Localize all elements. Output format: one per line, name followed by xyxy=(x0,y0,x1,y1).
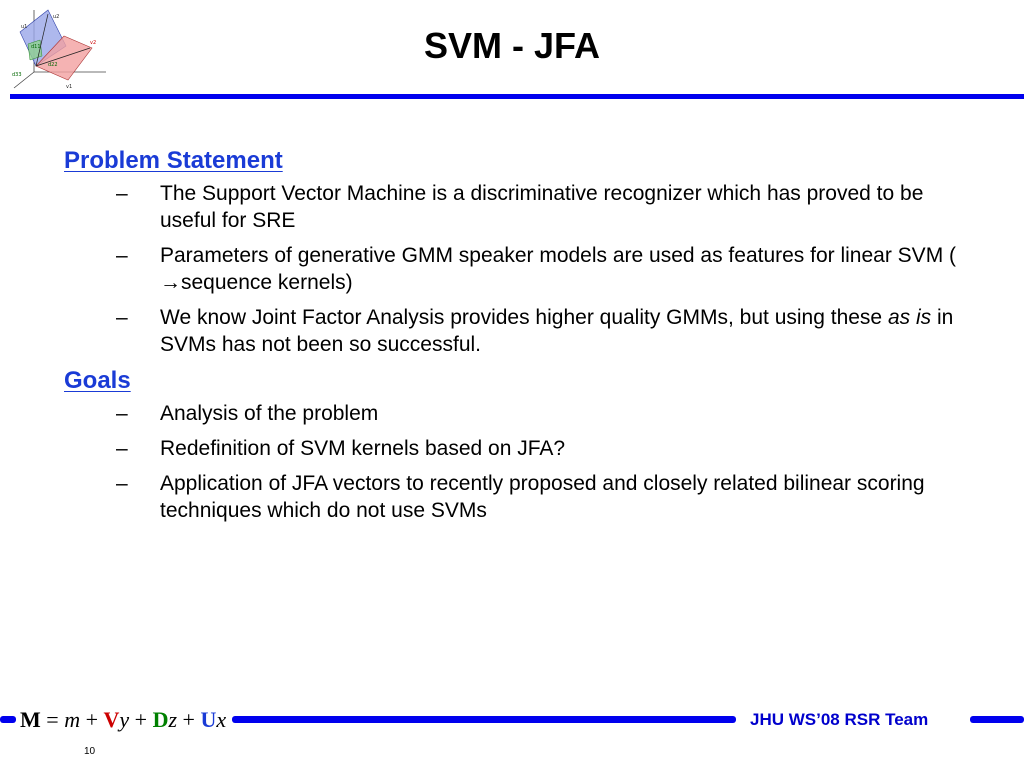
list-item: – Parameters of generative GMM speaker m… xyxy=(64,242,960,296)
bullet-dash: – xyxy=(116,437,128,460)
list-item: – Redefinition of SVM kernels based on J… xyxy=(64,435,960,462)
logo-axis-z xyxy=(13,71,35,89)
bullet-dash: – xyxy=(116,182,128,205)
logo-label-u1: u1 xyxy=(21,24,27,30)
bullet-dash: – xyxy=(116,402,128,425)
logo-label-d33: d33 xyxy=(12,72,22,78)
bullet-text: Redefinition of SVM kernels based on JFA… xyxy=(160,437,566,460)
bullet-dash: – xyxy=(116,306,128,329)
problem-statement-list: – The Support Vector Machine is a discri… xyxy=(64,180,964,358)
right-arrow-icon: → xyxy=(160,271,181,294)
logo-label-u2: u2 xyxy=(53,14,59,20)
slide-title: SVM - JFA xyxy=(423,25,601,66)
formula-z: z xyxy=(168,707,178,732)
bullet-text-continued: in SVMs has not been so successful. xyxy=(160,306,954,356)
formula-V: V xyxy=(103,707,120,732)
formula-plus: + xyxy=(80,707,104,732)
bullet-text: We know Joint Factor Analysis provides h… xyxy=(160,306,888,329)
page-number: 10 xyxy=(84,746,96,757)
logo-vector-1 xyxy=(35,13,49,67)
bullet-dash: – xyxy=(116,244,128,267)
formula-M: M xyxy=(20,707,41,732)
logo-label-d11: d11 xyxy=(31,44,41,50)
footer-bar: M = m + Vy + Dz + Ux JHU WS’08 RSR Team xyxy=(0,704,1024,736)
bullet-text: Analysis of the problem xyxy=(160,402,379,425)
goals-list: – Analysis of the problem – Redefinition… xyxy=(64,400,964,524)
section-heading-goals: Goals xyxy=(64,367,131,394)
jfa-formula: M = m + Vy + Dz + Ux xyxy=(20,704,226,736)
logo-label-v1: v1 xyxy=(66,84,72,90)
slide-content: Problem Statement – The Support Vector M… xyxy=(64,146,964,532)
formula-plus: + xyxy=(177,707,201,732)
list-item: – The Support Vector Machine is a discri… xyxy=(64,180,960,234)
logo-label-d22: d22 xyxy=(48,62,58,68)
list-item: – Analysis of the problem xyxy=(64,400,960,427)
formula-U: U xyxy=(200,707,217,732)
footer-rule-right xyxy=(970,716,1024,723)
section-heading-problem-statement: Problem Statement xyxy=(64,147,283,174)
formula-m: m xyxy=(64,707,81,732)
formula-plus: + xyxy=(129,707,153,732)
bullet-text-continued: sequence kernels) xyxy=(181,271,353,294)
list-item: – We know Joint Factor Analysis provides… xyxy=(64,304,960,358)
top-divider xyxy=(10,94,1024,99)
jfa-subspace-logo: u1 u2 v1 v2 d11 d22 d33 xyxy=(12,9,106,90)
logo-label-v2: v2 xyxy=(90,40,96,46)
bullet-text: Parameters of generative GMM speaker mod… xyxy=(160,244,957,267)
formula-x: x xyxy=(216,707,227,732)
list-item: – Application of JFA vectors to recently… xyxy=(64,470,960,524)
logo-vector-2 xyxy=(35,47,91,67)
formula-equals: = xyxy=(40,707,65,732)
footer-rule-left xyxy=(0,716,16,723)
bullet-emphasis: as is xyxy=(887,306,932,329)
team-label: JHU WS’08 RSR Team xyxy=(750,710,929,729)
bullet-dash: – xyxy=(116,472,128,495)
formula-y: y xyxy=(119,707,130,732)
footer-rule-middle xyxy=(232,716,736,723)
logo-plane-red xyxy=(35,35,93,81)
bullet-text: Application of JFA vectors to recently p… xyxy=(160,472,925,522)
bullet-text: The Support Vector Machine is a discrimi… xyxy=(160,182,924,232)
formula-D: D xyxy=(152,707,169,732)
